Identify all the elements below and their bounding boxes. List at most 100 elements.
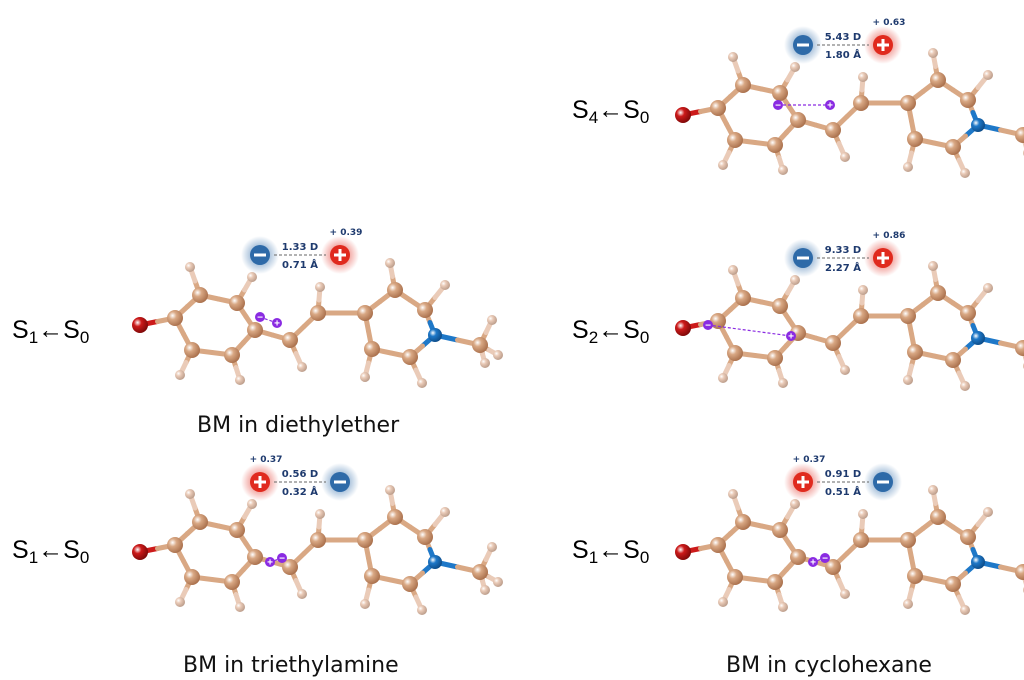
transition-label: S4←S0 xyxy=(572,96,650,127)
carbon-atom xyxy=(960,92,976,108)
hydrogen-atom xyxy=(718,160,728,170)
carbon-atom xyxy=(710,537,726,553)
hydrogen-atom xyxy=(235,375,245,385)
transition-label: S1←S0 xyxy=(12,316,90,347)
carbon-atom xyxy=(710,313,726,329)
carbon-atom xyxy=(364,568,380,584)
carbon-atom xyxy=(960,529,976,545)
hydrogen-atom xyxy=(983,507,993,517)
carbon-atom xyxy=(192,287,208,303)
nitrogen-atom xyxy=(428,328,442,342)
carbon-atom xyxy=(853,308,869,324)
carbon-atom xyxy=(930,509,946,525)
carbon-atom xyxy=(853,95,869,111)
oxygen-atom xyxy=(132,317,148,333)
transition-label: S1←S0 xyxy=(572,536,650,567)
plus-charge-icon xyxy=(272,318,282,328)
carbon-atom xyxy=(184,342,200,358)
hydrogen-atom xyxy=(297,589,307,599)
hydrogen-atom xyxy=(360,599,370,609)
distance-value: 2.27 Å xyxy=(825,261,861,274)
plus-charge-icon xyxy=(808,557,818,567)
carbon-atom xyxy=(735,290,751,306)
hydrogen-atom xyxy=(928,48,938,58)
hydrogen-atom xyxy=(983,283,993,293)
minus-charge-icon xyxy=(773,100,783,110)
carbon-atom xyxy=(357,305,373,321)
hydrogen-atom xyxy=(185,489,195,499)
carbon-atom xyxy=(727,569,743,585)
hydrogen-atom xyxy=(858,285,868,295)
hydrogen-atom xyxy=(728,489,738,499)
carbon-atom xyxy=(357,532,373,548)
carbon-atom xyxy=(387,282,403,298)
nitrogen-atom xyxy=(971,331,985,345)
hydrogen-atom xyxy=(417,378,427,388)
carbon-atom xyxy=(310,305,326,321)
molecule-structure: −+ xyxy=(132,485,503,615)
nitrogen-atom xyxy=(971,118,985,132)
charge-sign: + xyxy=(827,101,833,112)
carbon-atom xyxy=(472,564,488,580)
solvent-caption: BM in cyclohexane xyxy=(726,653,932,678)
carbon-atom xyxy=(1015,564,1024,580)
charge-value: + 0.39 xyxy=(330,228,363,238)
minus-sign xyxy=(877,480,889,484)
hydrogen-atom xyxy=(840,152,850,162)
hydrogen-atom xyxy=(790,275,800,285)
carbon-atom xyxy=(167,537,183,553)
hydrogen-atom xyxy=(718,373,728,383)
dipole-indicator: 0.56 D0.32 Å+ 0.37 xyxy=(241,455,359,501)
hydrogen-atom xyxy=(175,370,185,380)
oxygen-atom xyxy=(675,544,691,560)
plus-charge-icon xyxy=(786,331,796,341)
carbon-atom xyxy=(229,295,245,311)
carbon-atom xyxy=(900,95,916,111)
plus-charge-icon xyxy=(825,100,835,110)
solvent-caption: BM in triethylamine xyxy=(183,653,399,678)
carbon-atom xyxy=(825,122,841,138)
hydrogen-atom xyxy=(480,358,490,368)
minus-sign xyxy=(254,253,266,257)
hydrogen-atom xyxy=(315,509,325,519)
carbon-atom xyxy=(184,569,200,585)
minus-charge-icon xyxy=(255,312,265,322)
carbon-atom xyxy=(310,532,326,548)
hydrogen-atom xyxy=(360,372,370,382)
carbon-atom xyxy=(1015,340,1024,356)
hydrogen-atom xyxy=(185,262,195,272)
transition-label: S1←S0 xyxy=(12,536,90,567)
carbon-atom xyxy=(735,77,751,93)
hydrogen-atom xyxy=(493,350,503,360)
carbon-atom xyxy=(472,337,488,353)
carbon-atom xyxy=(767,574,783,590)
carbon-atom xyxy=(387,509,403,525)
hydrogen-atom xyxy=(778,378,788,388)
carbon-atom xyxy=(767,137,783,153)
carbon-atom xyxy=(907,568,923,584)
carbon-atom xyxy=(790,549,806,565)
carbon-atom xyxy=(825,335,841,351)
dipole-value: 9.33 D xyxy=(825,245,861,256)
carbon-atom xyxy=(247,322,263,338)
hydrogen-atom xyxy=(960,168,970,178)
transition-label: S2←S0 xyxy=(572,316,650,347)
hydrogen-atom xyxy=(440,280,450,290)
carbon-atom xyxy=(1015,127,1024,143)
carbon-atom xyxy=(247,549,263,565)
distance-value: 0.51 Å xyxy=(825,485,861,498)
carbon-atom xyxy=(282,559,298,575)
carbon-atom xyxy=(417,529,433,545)
hydrogen-atom xyxy=(778,165,788,175)
carbon-atom xyxy=(727,345,743,361)
hydrogen-atom xyxy=(315,282,325,292)
carbon-atom xyxy=(772,298,788,314)
distance-value: 0.32 Å xyxy=(282,485,318,498)
dipole-value: 5.43 D xyxy=(825,32,861,43)
hydrogen-atom xyxy=(928,261,938,271)
carbon-atom xyxy=(364,341,380,357)
